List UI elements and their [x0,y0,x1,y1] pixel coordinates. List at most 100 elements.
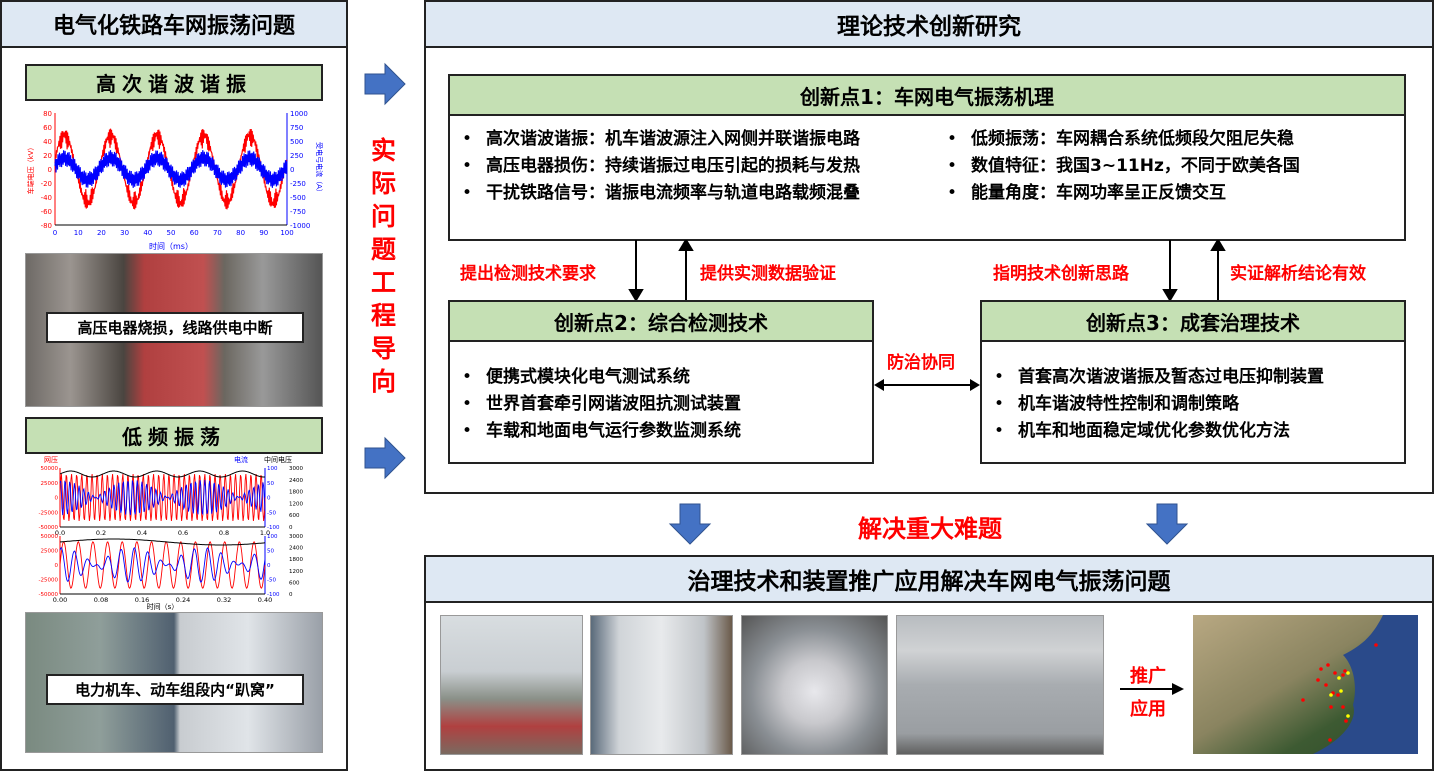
y-right-tick-label: -100 [267,525,280,531]
grid-voltage-series [59,541,266,590]
application-site-marker [1336,693,1340,697]
arrow-down-icon [1145,503,1189,545]
y-right2-tick-label: 600 [289,580,300,586]
arrow-right-icon [364,436,406,480]
problem-title: 电气化铁路车网振荡问题 [2,2,346,48]
damaged-equipment-label: 高压电器烧损，线路供电中断 [46,312,304,343]
x-tick-label: 0.2 [96,529,106,537]
y-right-tick-label: -750 [290,208,306,216]
y-right-tick-label: 500 [290,138,303,146]
y-right2-tick-label: 2400 [289,478,303,484]
dc-voltage-series [59,470,265,478]
mechanism-list-left: 高次谐波谐振：机车谐波源注入网侧并联谐振电路 高压电器损伤：持续谐振过电压引起的… [462,126,947,229]
application-title: 治理技术和装置推广应用解决车网电气振荡问题 [426,557,1432,603]
y-right2-tick-label: 600 [289,513,300,519]
application-site-marker [1328,738,1332,742]
x-tick-label: 30 [120,229,129,237]
y-tick-label: 25000 [41,481,59,487]
arrow-right-icon [364,62,406,106]
y-tick-label: 0 [55,496,59,502]
stalled-trains-label: 电力机车、动车组段内“趴窝” [46,674,304,705]
voltage-series [54,128,288,210]
innovation-2-body: 便携式模块化电气测试系统 世界首套牵引网谐波阻抗测试装置 车载和地面电气运行参数… [448,342,874,464]
application-site-marker [1316,678,1320,682]
x-tick-label: 0.16 [135,596,149,604]
harmonic-resonance-header: 高次谐波谐振 [25,64,323,101]
x-tick-label: 0 [53,229,57,237]
y-tick-label: -25000 [39,578,59,584]
application-site-marker [1326,663,1330,667]
low-frequency-header: 低频振荡 [25,417,323,454]
x-tick-label: 0.08 [94,596,108,604]
x-tick-label: 0.32 [217,596,231,604]
link-label-ideas: 指明技术创新思路 [993,264,1129,284]
list-item: 机车谐波特性控制和调制策略 [994,391,1392,418]
application-site-marker [1324,683,1328,687]
legend-dc-voltage: 中间电压 [264,456,292,464]
y-right-tick-label: -250 [290,180,306,188]
y-tick-label: -80 [41,222,52,230]
x-tick-label: 70 [213,229,222,237]
y-tick-label: -40 [41,194,52,202]
legend-grid-voltage: 网压 [44,456,58,464]
y-right-tick-label: 50 [267,481,274,487]
x-tick-label: 0.24 [176,596,190,604]
link-label-requirements: 提出检测技术要求 [460,264,596,284]
x-tick-label: 0.4 [137,529,147,537]
y-right-tick-label: 1000 [290,110,308,118]
x-tick-label: 0.6 [178,529,188,537]
y-tick-label: 80 [43,110,52,118]
y-tick-label: 40 [43,138,52,146]
y-right2-tick-label: 3000 [289,534,303,540]
application-site-marker [1346,714,1350,718]
application-site-marker [1329,693,1333,697]
application-map [1193,615,1418,754]
y-tick-label: 20 [43,152,52,160]
x-tick-label: 80 [236,229,245,237]
x-tick-label: 1.0 [260,529,270,537]
list-item: 首套高次谐波谐振及暂态过电压抑制装置 [994,364,1392,391]
ground-equipment-photo [896,615,1104,755]
y-right2-tick-label: 0 [289,592,293,598]
y-right-axis-label: 受电弓电流（A） [315,142,323,196]
y-tick-label: 0 [55,563,59,569]
damaged-equipment-photo: 高压电器烧损，线路供电中断 [25,253,323,407]
list-item: 数值特征：我国3~11Hz，不同于欧美各国 [947,153,1300,180]
link-label-data: 提供实测数据验证 [700,264,836,284]
x-axis-label: 时间（s） [147,602,179,611]
y-right2-tick-label: 1800 [289,557,303,563]
x-tick-label: 0.8 [219,529,229,537]
arrow-right-icon [1120,683,1184,695]
current-series [59,479,266,516]
y-right2-tick-label: 3000 [289,466,303,472]
y-tick-label: 0 [48,166,52,174]
x-tick-label: 0.00 [53,596,67,604]
promote-label-2: 应用 [1130,699,1166,720]
y-right2-tick-label: 1800 [289,490,303,496]
list-item: 机车和地面稳定域优化参数优化方法 [994,418,1392,445]
current-series [59,547,266,583]
stalled-trains-photo: 电力机车、动车组段内“趴窝” [25,612,323,753]
list-item: 便携式模块化电气测试系统 [462,364,860,391]
y-tick-label: -25000 [39,510,59,516]
legend-current: 电流 [234,456,248,464]
chart-bg [25,454,323,612]
innovation-3-body: 首套高次谐波谐振及暂态过电压抑制装置 机车谐波特性控制和调制策略 机车和地面稳定… [980,342,1406,464]
y-right2-tick-label: 2400 [289,546,303,552]
list-item: 干扰铁路信号：谐振电流频率与轨道电路载频混叠 [462,180,947,207]
y-right-tick-label: 0 [267,563,271,569]
mechanism-list-right: 低频振荡：车网耦合系统低频段欠阻尼失稳 数值特征：我国3~11Hz，不同于欧美各… [947,126,1300,229]
list-item: 低频振荡：车网耦合系统低频段欠阻尼失稳 [947,126,1300,153]
list-item: 高压电器损伤：持续谐振过电压引起的损耗与发热 [462,153,947,180]
link-label-validation: 实证解析结论有效 [1230,264,1366,284]
innovation-2-header: 创新点2：综合检测技术 [448,300,874,342]
synergy-label: 防治协同 [887,353,955,373]
arrow-down-icon [668,503,712,545]
y-right2-tick-label: 0 [289,525,293,531]
list-item: 高次谐波谐振：机车谐波源注入网侧并联谐振电路 [462,126,947,153]
link-arrows [628,240,1226,302]
x-tick-label: 40 [143,229,152,237]
y-tick-label: -50000 [39,592,59,598]
x-tick-label: 60 [190,229,199,237]
